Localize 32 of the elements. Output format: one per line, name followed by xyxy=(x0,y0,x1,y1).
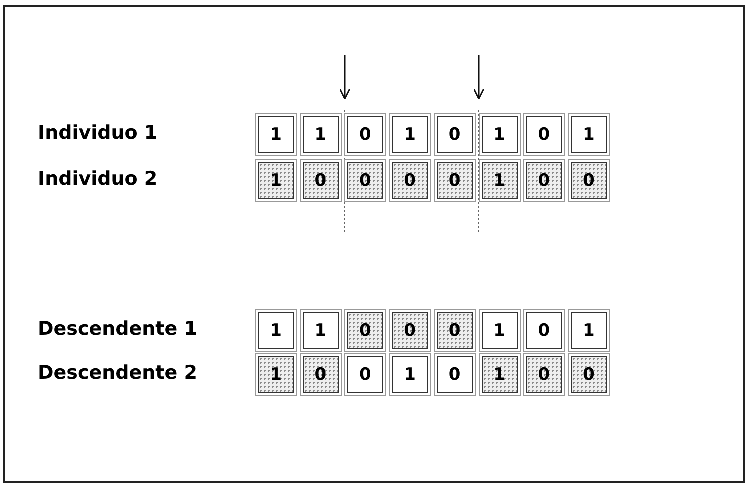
gene-cell: 1 xyxy=(392,116,428,153)
gene-cell: 0 xyxy=(526,116,562,153)
gene-cell: 0 xyxy=(347,356,384,393)
gene-cell: 0 xyxy=(347,162,384,199)
gene-cell: 0 xyxy=(347,116,384,153)
gene-cell: 0 xyxy=(436,116,473,153)
gene-cell: 0 xyxy=(436,356,473,393)
gene-cell: 0 xyxy=(392,162,428,199)
gene-cell: 0 xyxy=(436,162,473,199)
gene-cell: 1 xyxy=(570,116,607,153)
gene-cell: 0 xyxy=(526,312,562,349)
row-label: Descendente 1 xyxy=(38,318,198,340)
gene-cell: 0 xyxy=(436,312,473,349)
gene-cell: 1 xyxy=(258,356,294,393)
gene-cell: 0 xyxy=(526,162,562,199)
gene-cell: 1 xyxy=(302,312,339,349)
row-label: Individuo 2 xyxy=(38,168,158,190)
row-label: Individuo 1 xyxy=(38,122,158,144)
gene-cell: 1 xyxy=(258,162,294,199)
gene-cell: 0 xyxy=(570,356,607,393)
gene-cell: 1 xyxy=(302,116,339,153)
gene-cell: 0 xyxy=(302,162,339,199)
gene-cell: 0 xyxy=(570,162,607,199)
gene-cell: 1 xyxy=(258,312,294,349)
gene-cell: 1 xyxy=(392,356,428,393)
gene-cell: 1 xyxy=(570,312,607,349)
gene-cell: 0 xyxy=(526,356,562,393)
gene-cell: 0 xyxy=(347,312,384,349)
gene-cell: 0 xyxy=(392,312,428,349)
gene-cell: 1 xyxy=(258,116,294,153)
row-label: Descendente 2 xyxy=(38,362,198,384)
gene-cell: 0 xyxy=(302,356,339,393)
